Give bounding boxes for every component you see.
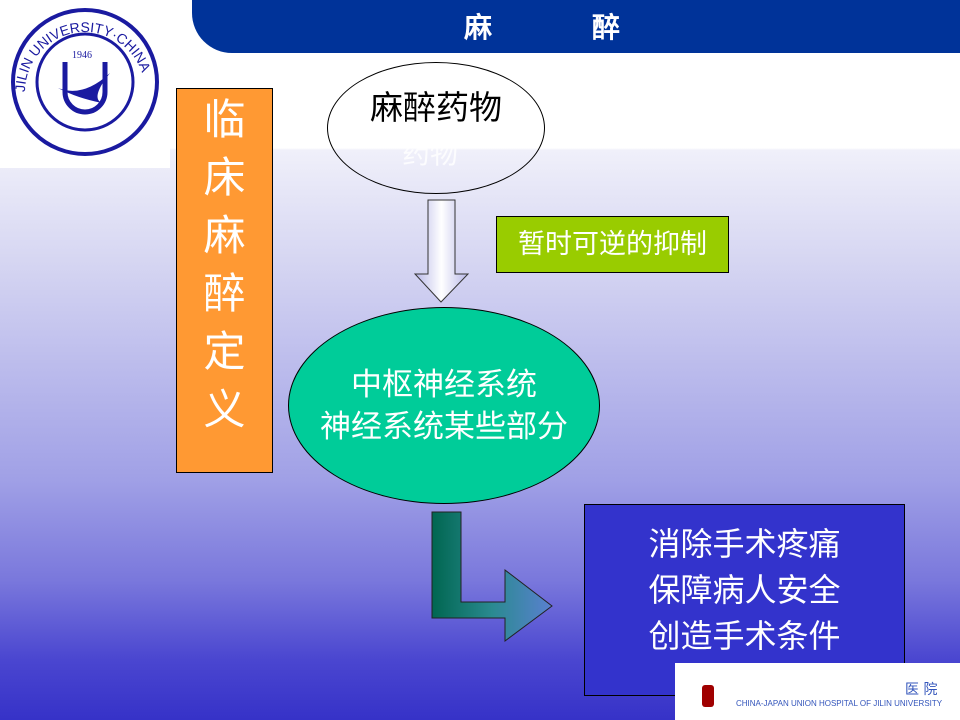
hospital-emblem-icon: [702, 685, 714, 707]
down-arrow-icon: [413, 199, 470, 303]
side-char: 义: [203, 385, 246, 434]
cns-line: 神经系统某些部分: [320, 409, 568, 445]
hospital-logo: 医 院 CHINA-JAPAN UNION HOSPITAL OF JILIN …: [675, 663, 960, 720]
svg-text:1946: 1946: [72, 50, 92, 61]
cns-line: 中枢神经系统: [351, 367, 537, 403]
goal-line: 保障病人安全: [648, 571, 841, 609]
hospital-cn: 医 院: [905, 682, 938, 698]
side-char: 临: [203, 95, 246, 144]
side-char: 麻: [203, 211, 246, 260]
side-char: 定: [203, 327, 246, 376]
clinical-anesthesia-definition-label: 临 床 麻 醉 定 义: [176, 88, 273, 473]
nervous-system-node: 中枢神经系统 神经系统某些部分: [288, 307, 600, 504]
reversible-inhibition-box: 暂时可逆的抑制: [496, 216, 729, 273]
bent-arrow-icon: [431, 511, 553, 642]
title-bar: 麻 醉: [192, 0, 960, 53]
anesthetic-drug-node: 麻醉药物: [327, 62, 545, 194]
jilin-university-logo: JILIN UNIVERSITY·CHINA 1946: [0, 0, 170, 168]
hospital-en: CHINA-JAPAN UNION HOSPITAL OF JILIN UNIV…: [736, 699, 943, 708]
title-char: 醉: [592, 11, 621, 44]
goal-line: 消除手术疼痛: [648, 525, 841, 563]
side-char: 醉: [203, 269, 246, 318]
title-char: 麻: [464, 11, 493, 44]
goal-line: 创造手术条件: [648, 617, 841, 655]
side-char: 床: [203, 153, 246, 202]
